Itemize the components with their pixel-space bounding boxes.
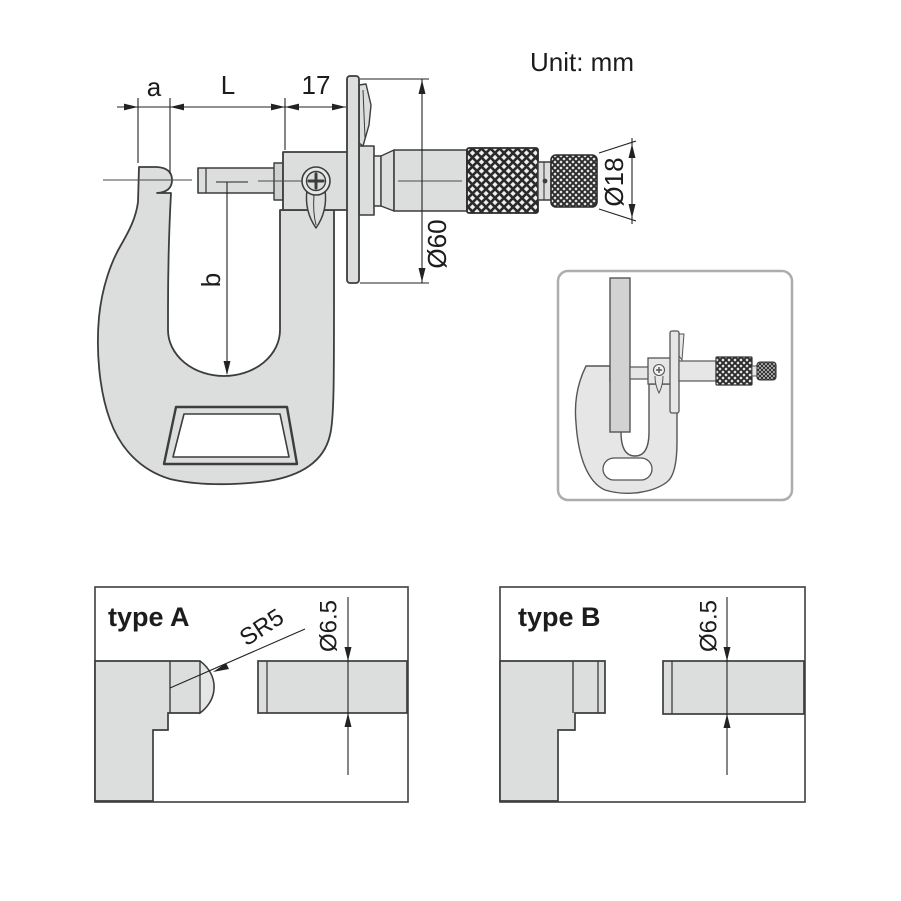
type-a-d65-dimension (344, 597, 352, 775)
dimension-b (216, 181, 248, 375)
ratchet-knob-knurled (550, 154, 598, 208)
inset-thimble (715, 356, 753, 386)
type-b-d65-dimension (723, 597, 731, 775)
type-a-title: type A (108, 602, 190, 632)
dimension-d18 (598, 138, 637, 224)
inset-sheet-workpiece (609, 277, 631, 433)
type-b-title: type B (518, 602, 601, 632)
clamp-blade-edge-line (362, 89, 366, 139)
dim-label-b: b (196, 273, 226, 287)
inset-barrel (678, 360, 717, 382)
phillips-cross-icon (307, 172, 325, 190)
dim-label-17: 17 (302, 70, 331, 100)
barrel-cone (380, 149, 395, 212)
inset-frame (574, 365, 678, 494)
inset-screw-pointer (654, 375, 664, 395)
inset-spindle (629, 366, 651, 380)
unit-label: Unit: mm (530, 47, 634, 77)
type-b-anvil-block (499, 660, 606, 802)
frame-hole-outer (162, 405, 299, 466)
shaft-center-dot (542, 178, 548, 184)
type-a-panel: SR5 Ø6.5 type A (94, 586, 409, 803)
flange-disc (346, 75, 360, 284)
inset-frame-oval-hole (602, 457, 653, 481)
dim-label-d60: Ø60 (422, 219, 452, 268)
type-a-sr5-leader (169, 628, 306, 689)
flange-hub (358, 145, 375, 216)
dimension-d60 (360, 78, 429, 284)
frame-hole-inner (172, 413, 290, 458)
lock-screw-icon (301, 166, 331, 229)
dim-label-d18: Ø18 (599, 157, 629, 206)
type-a-spindle (257, 660, 408, 714)
type-a-d65-label: Ø6.5 (315, 600, 342, 652)
inset-phillips-cross-icon (656, 367, 662, 373)
dim-label-l: L (221, 70, 235, 100)
thimble-knurled (466, 147, 539, 214)
micrometer-frame (97, 166, 335, 486)
usage-inset (556, 269, 794, 502)
centerline (103, 179, 462, 182)
dimension-a-l-17 (117, 98, 346, 174)
inset-ratchet-knob (756, 361, 777, 381)
type-b-panel: Ø6.5 type B (499, 586, 806, 803)
lock-screw-pointer-line (313, 194, 317, 226)
dim-label-a: a (147, 72, 162, 102)
main-drawing: a L 17 b Ø60 Ø18 (97, 70, 637, 486)
barrel-neck (373, 155, 382, 207)
inset-flange-disc (669, 330, 680, 414)
type-a-spherical-tip (199, 660, 215, 715)
type-b-d65-label: Ø6.5 (695, 600, 722, 652)
type-b-spindle (662, 660, 805, 715)
lock-screw-pointer (305, 189, 327, 229)
inset-ratchet-shaft (751, 365, 758, 377)
